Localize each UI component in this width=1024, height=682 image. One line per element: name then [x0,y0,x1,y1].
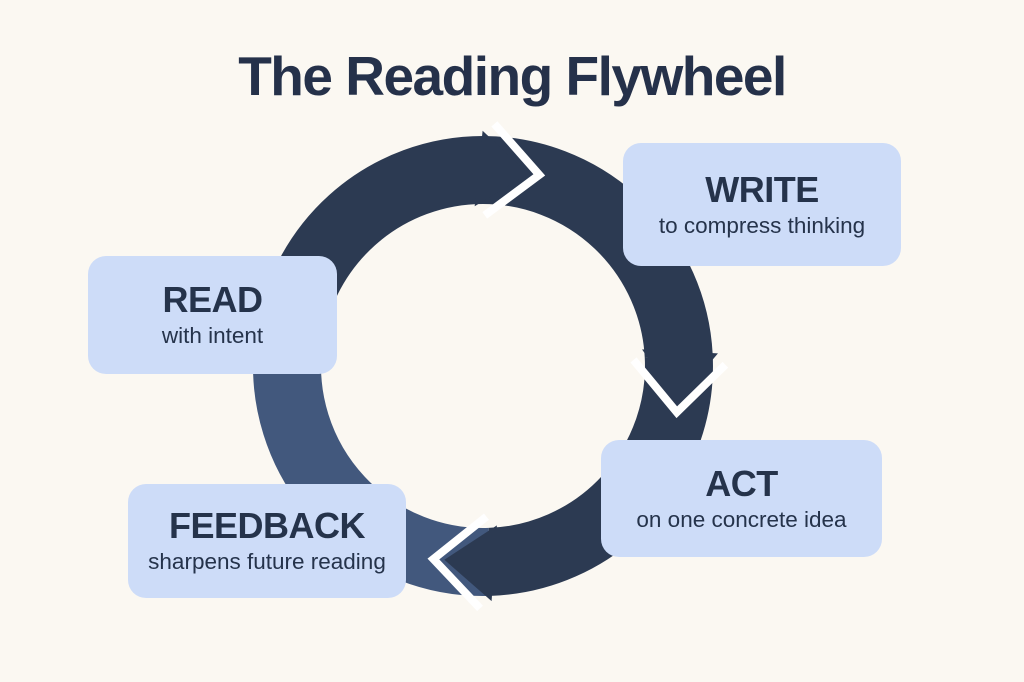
node-label-read: READ [162,279,263,321]
node-label-write: WRITE [705,168,819,210]
node-sublabel-act: on one concrete idea [636,506,847,532]
node-card-read: READ with intent [88,256,337,374]
arrowhead-top-icon [474,121,546,219]
node-sublabel-read: with intent [161,323,264,349]
node-sublabel-feedback: sharpens future reading [148,549,386,575]
arrow-gap-right [630,357,729,419]
arrow-triangle-right [642,349,718,402]
arrow-gap-top [482,121,546,219]
node-card-write: WRITE to compress thinking [623,143,901,266]
node-label-act: ACT [705,462,778,504]
arrow-triangle-top [474,130,529,207]
arrow-triangle-bottom [444,525,497,602]
arrow-gap-bottom [427,513,489,612]
node-card-feedback: FEEDBACK sharpens future reading [128,484,406,598]
page-title: The Reading Flywheel [238,45,787,107]
node-label-feedback: FEEDBACK [168,505,366,547]
arrowhead-bottom-icon [427,513,497,612]
node-card-act: ACT on one concrete idea [601,440,882,557]
node-sublabel-write: to compress thinking [658,212,866,238]
arrowhead-right-icon [630,349,729,419]
